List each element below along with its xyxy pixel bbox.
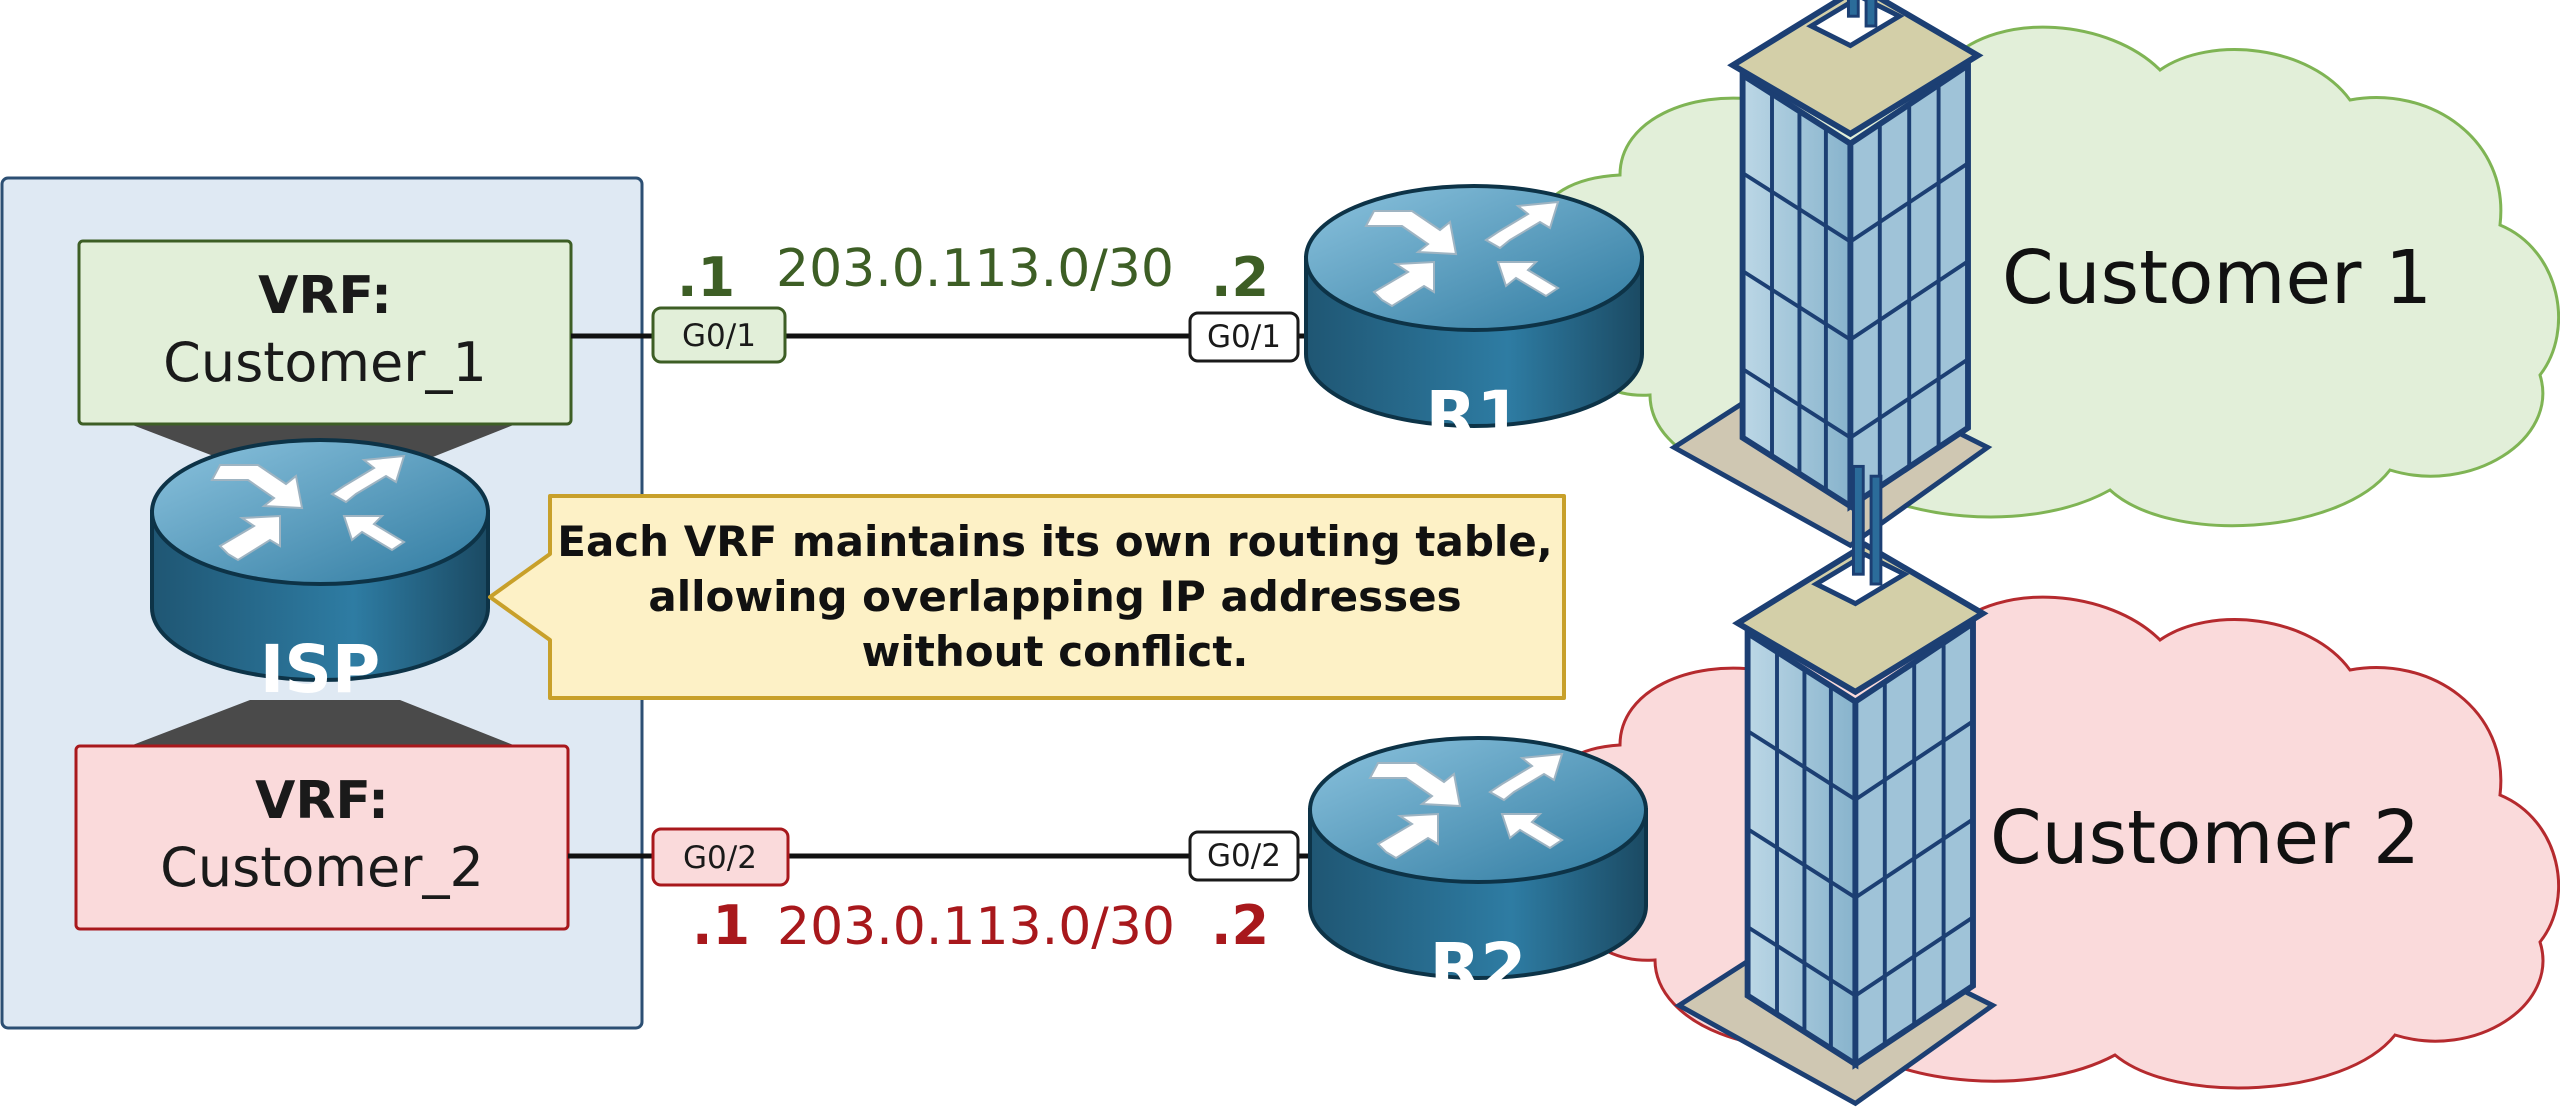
vrf-customer-2-box xyxy=(74,744,570,931)
r2-host-link2: .2 xyxy=(1211,894,1269,957)
link2-subnet: 203.0.113.0/30 xyxy=(777,897,1175,957)
isp-port-g0-2-label: G0/2 xyxy=(683,840,757,876)
note-callout xyxy=(488,494,1566,700)
vrf-customer-1-title: VRF: xyxy=(258,266,392,326)
note-line-2: allowing overlapping IP addresses xyxy=(648,572,1461,621)
vrf-customer-1-name: Customer_1 xyxy=(163,331,487,394)
isp-host-link2: .1 xyxy=(692,894,750,957)
customer-2-label: Customer 2 xyxy=(1990,795,2420,881)
vrf2-connector xyxy=(130,700,516,746)
note-line-1: Each VRF maintains its own routing table… xyxy=(557,517,1552,566)
isp-port-g0-1-label: G0/1 xyxy=(682,318,756,354)
note-line-3: without conflict. xyxy=(862,627,1249,676)
vrf-customer-1-box xyxy=(77,239,573,426)
isp-router-label: ISP xyxy=(260,631,380,708)
vrf-customer-2-title: VRF: xyxy=(255,771,389,831)
r1-port-g0-1-label: G0/1 xyxy=(1207,319,1281,355)
r2-router-label: R2 xyxy=(1430,929,1527,1006)
r2-port-g0-2-label: G0/2 xyxy=(1207,838,1281,874)
r1-router-label: R1 xyxy=(1426,377,1523,454)
customer-1-label: Customer 1 xyxy=(2002,235,2432,321)
r1-host-link1: .2 xyxy=(1211,246,1269,309)
link1-subnet: 203.0.113.0/30 xyxy=(776,239,1174,299)
isp-port-g0-2 xyxy=(651,827,790,887)
isp-port-g0-1 xyxy=(651,306,787,364)
vrf-customer-2-name: Customer_2 xyxy=(160,836,484,899)
r1-port-g0-1 xyxy=(1188,311,1300,363)
r2-port-g0-2 xyxy=(1188,830,1300,882)
isp-host-link1: .1 xyxy=(677,246,735,309)
